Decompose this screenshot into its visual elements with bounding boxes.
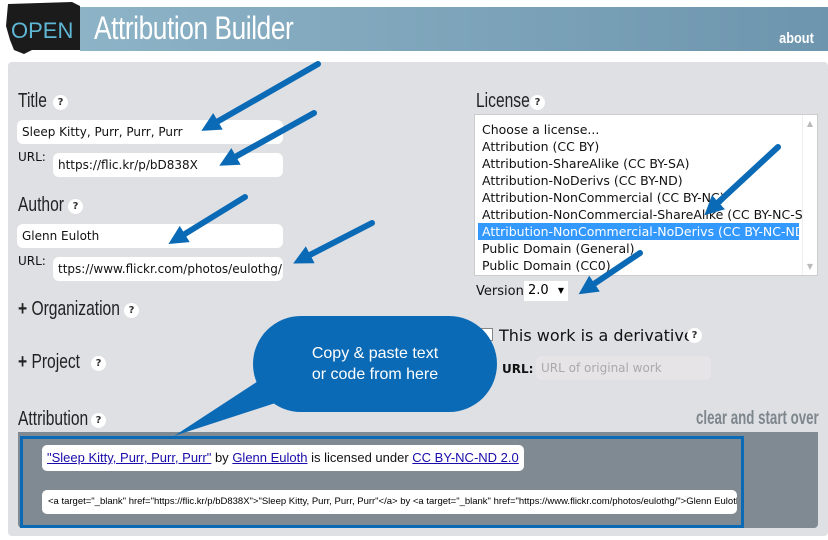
author-input[interactable]: Glenn Euloth	[17, 224, 283, 248]
scroll-up-icon[interactable]: ▲	[806, 119, 814, 128]
license-link[interactable]: CC BY-NC-ND 2.0	[412, 450, 519, 465]
license-option[interactable]: Attribution-ShareAlike (CC BY-SA)	[482, 156, 690, 171]
license-listbox[interactable]: Choose a license... Attribution (CC BY) …	[474, 114, 818, 276]
license-option-selected[interactable]: Attribution-NonCommercial-NoDerivs (CC B…	[478, 223, 809, 240]
author-url-label: URL:	[18, 254, 46, 268]
arrow-icon	[201, 61, 321, 131]
license-option[interactable]: Attribution-NonCommercial-ShareAlike (CC…	[482, 207, 817, 222]
arrow-icon	[293, 220, 375, 264]
title-input[interactable]: Sleep Kitty, Purr, Purr, Purr	[17, 120, 283, 144]
license-help-icon[interactable]: ?	[530, 95, 545, 110]
version-label: Version	[476, 284, 524, 299]
license-scrollbar[interactable]: ▲▼	[802, 115, 817, 275]
author-url-input[interactable]: ttps://www.flickr.com/photos/eulothg/	[53, 257, 283, 281]
arrow-icon	[168, 194, 248, 245]
license-option[interactable]: Attribution (CC BY)	[482, 139, 600, 154]
license-option[interactable]: Attribution-NoDerivs (CC BY-ND)	[482, 173, 683, 188]
license-option[interactable]: Public Domain (CC0)	[482, 258, 611, 273]
author-heading: Author	[18, 194, 64, 216]
version-select[interactable]: 2.0▼	[524, 281, 568, 301]
attribution-heading: Attribution	[18, 408, 89, 430]
chevron-down-icon: ▼	[557, 286, 564, 295]
author-help-icon[interactable]: ?	[68, 199, 83, 214]
organization-toggle[interactable]: + Organization	[18, 298, 120, 320]
attribution-help-icon[interactable]: ?	[91, 413, 106, 428]
scroll-down-icon[interactable]: ▼	[806, 262, 814, 271]
license-option[interactable]: Public Domain (General)	[482, 241, 635, 256]
derivative-help-icon[interactable]: ?	[687, 328, 702, 343]
arrow-icon	[578, 250, 643, 295]
license-heading: License	[476, 90, 530, 112]
project-toggle[interactable]: + Project	[18, 351, 81, 373]
original-work-url-input[interactable]: URL of original work	[536, 356, 711, 380]
attribution-code[interactable]: <a target="_blank" href="https://flic.kr…	[42, 490, 737, 514]
project-help-icon[interactable]: ?	[91, 356, 106, 371]
about-link[interactable]: about	[779, 30, 814, 47]
app-title: Attribution Builder	[94, 10, 294, 46]
title-heading: Title	[18, 90, 47, 112]
title-link[interactable]: "Sleep Kitty, Purr, Purr, Purr"	[47, 450, 212, 465]
title-url-input[interactable]: https://flic.kr/p/bD838X	[53, 153, 283, 177]
logo: OPEN	[6, 2, 80, 54]
license-option[interactable]: Choose a license...	[482, 122, 600, 137]
author-link[interactable]: Glenn Euloth	[232, 450, 308, 465]
organization-help-icon[interactable]: ?	[124, 303, 139, 318]
svg-text:OPEN: OPEN	[11, 18, 73, 43]
attribution-text: "Sleep Kitty, Purr, Purr, Purr" by Glenn…	[42, 445, 524, 471]
title-url-label: URL:	[18, 150, 46, 164]
arrow-icon	[219, 110, 317, 166]
clear-start-over-link[interactable]: clear and start over	[696, 408, 819, 429]
arrow-icon	[704, 144, 781, 216]
header-banner	[80, 7, 828, 51]
attribution-highlight-box	[20, 436, 744, 528]
derivative-label: This work is a derivative	[499, 326, 694, 345]
license-option[interactable]: Attribution-NonCommercial (CC BY-NC)	[482, 190, 725, 205]
title-help-icon[interactable]: ?	[53, 95, 68, 110]
derivative-url-label: URL:	[502, 362, 534, 376]
